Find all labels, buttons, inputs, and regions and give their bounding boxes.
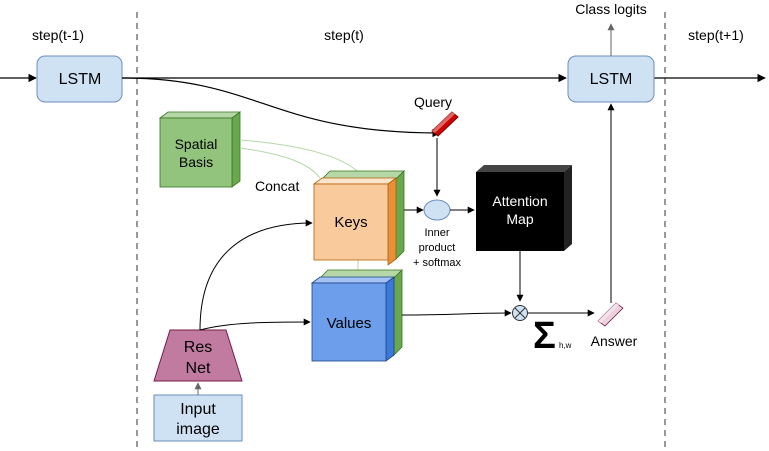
query-prism <box>431 111 459 137</box>
attention-map-top <box>476 165 572 172</box>
class-logits-label: Class logits <box>575 1 647 17</box>
keys-back-side <box>395 170 405 260</box>
answer-prism-top <box>598 303 619 323</box>
spatial-basis-side <box>231 111 241 188</box>
values-top <box>310 276 396 284</box>
edge-spatial-concat-1 <box>239 139 359 173</box>
resnet-line2: Net <box>186 360 211 377</box>
keys-top <box>312 177 398 185</box>
step-prev-label: step(t-1) <box>32 27 84 43</box>
resnet-block <box>153 329 243 382</box>
edge-resnet-to-values <box>199 318 311 331</box>
values-back-side <box>393 269 403 356</box>
spatial-basis-line1: Spatial <box>175 136 218 152</box>
spatial-basis-front <box>159 117 233 188</box>
inner-product-line1: Inner <box>424 227 449 239</box>
edge-lstm-to-query <box>121 77 441 138</box>
query-label: Query <box>414 94 452 110</box>
input-image-box <box>153 394 243 442</box>
answer-label: Answer <box>591 333 638 349</box>
query-prism-top <box>432 112 455 133</box>
input-image-line1: Input <box>180 401 216 418</box>
lstm-prev-label: LSTM <box>59 71 102 88</box>
multiply-cross-2 <box>514 307 526 319</box>
lstm-prev-box <box>36 55 123 103</box>
edge-spatial-concat-2 <box>239 147 321 179</box>
inner-product-line2: product <box>419 242 456 254</box>
sum-subscript: h,w <box>559 341 572 350</box>
attention-map-side <box>564 165 572 251</box>
attention-map-front <box>476 172 564 251</box>
attention-map-line1: Attention <box>492 193 547 209</box>
resnet-line1: Res <box>184 339 212 356</box>
step-next-label: step(t+1) <box>688 27 744 43</box>
step-curr-label: step(t) <box>324 27 364 43</box>
concat-label: Concat <box>255 178 299 194</box>
inner-product-node <box>423 199 451 221</box>
attention-map-line2: Map <box>506 211 533 227</box>
keys-side <box>387 177 397 266</box>
edge-resnet-to-keys <box>199 219 313 331</box>
inner-product-line3: + softmax <box>413 257 461 269</box>
spatial-basis-top <box>158 111 242 119</box>
answer-prism <box>597 302 624 327</box>
keys-label: Keys <box>334 214 367 231</box>
values-side <box>385 276 395 362</box>
values-front <box>311 282 387 362</box>
keys-front <box>313 183 389 261</box>
spatial-basis-line2: Basis <box>179 154 213 170</box>
sum-symbol: Σ <box>533 315 556 357</box>
lstm-curr-label: LSTM <box>590 71 633 88</box>
input-image-line2: image <box>176 421 220 438</box>
edge-values-to-multiply <box>401 309 512 317</box>
values-label: Values <box>327 315 372 332</box>
